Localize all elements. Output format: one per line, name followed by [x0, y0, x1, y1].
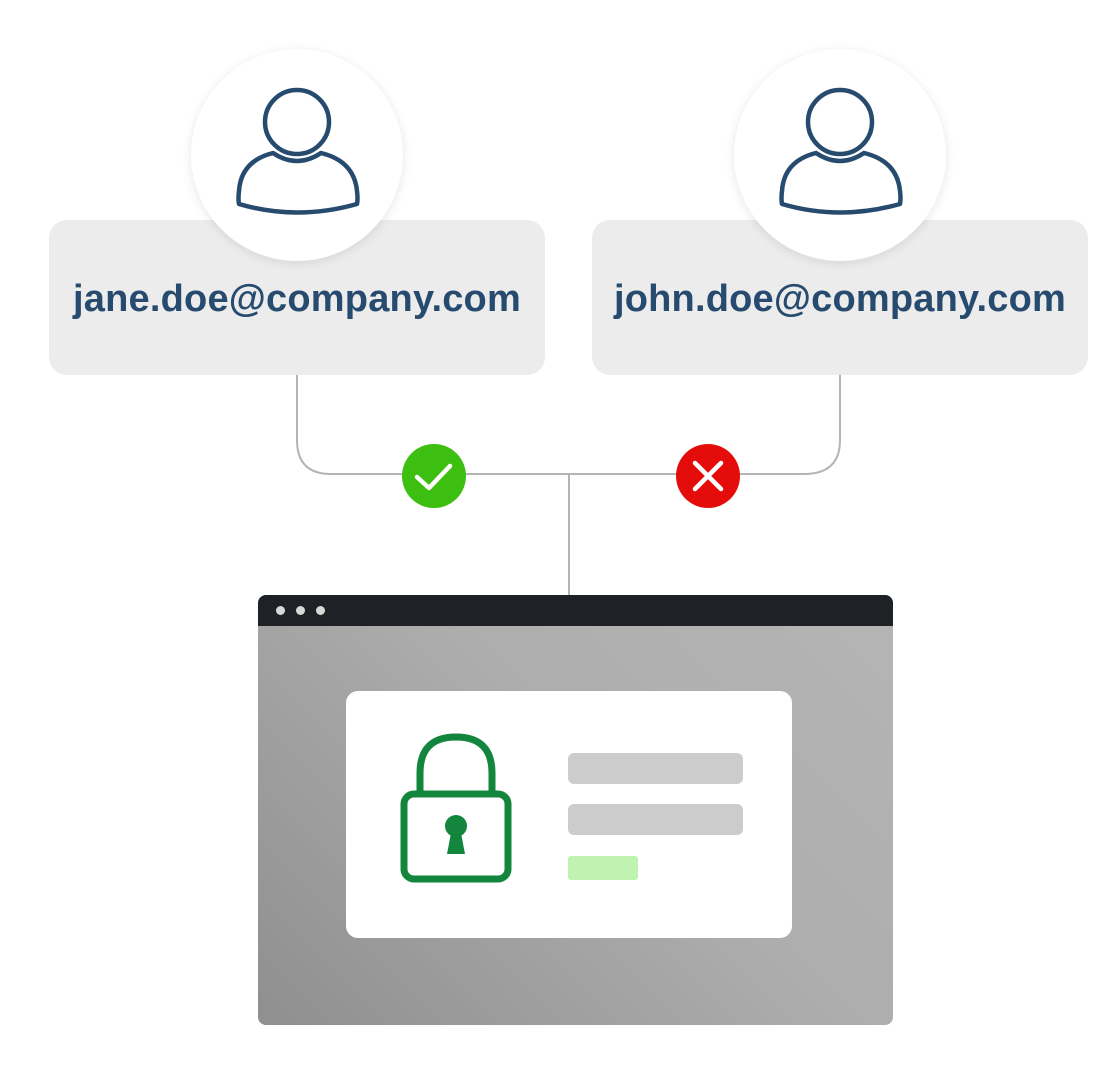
checkmark-icon — [414, 463, 453, 491]
password-field-placeholder — [568, 804, 743, 835]
user-email-john: john.doe@company.com — [613, 278, 1067, 320]
avatar-john — [734, 49, 946, 261]
user-email-jane: jane.doe@company.com — [73, 278, 521, 320]
user-card-john: john.doe@company.com — [592, 220, 1088, 375]
window-dot — [316, 606, 325, 615]
browser-window — [258, 595, 893, 1025]
username-field-placeholder — [568, 753, 743, 784]
padlock-icon — [400, 733, 512, 883]
window-dot — [296, 606, 305, 615]
x-icon — [692, 460, 724, 492]
login-button-placeholder — [568, 856, 638, 880]
browser-titlebar — [258, 595, 893, 626]
user-icon — [779, 87, 903, 215]
login-card — [346, 691, 792, 938]
avatar-jane — [191, 49, 403, 261]
window-dot — [276, 606, 285, 615]
user-icon — [236, 87, 360, 215]
access-allowed-badge — [402, 444, 466, 508]
access-denied-badge — [676, 444, 740, 508]
